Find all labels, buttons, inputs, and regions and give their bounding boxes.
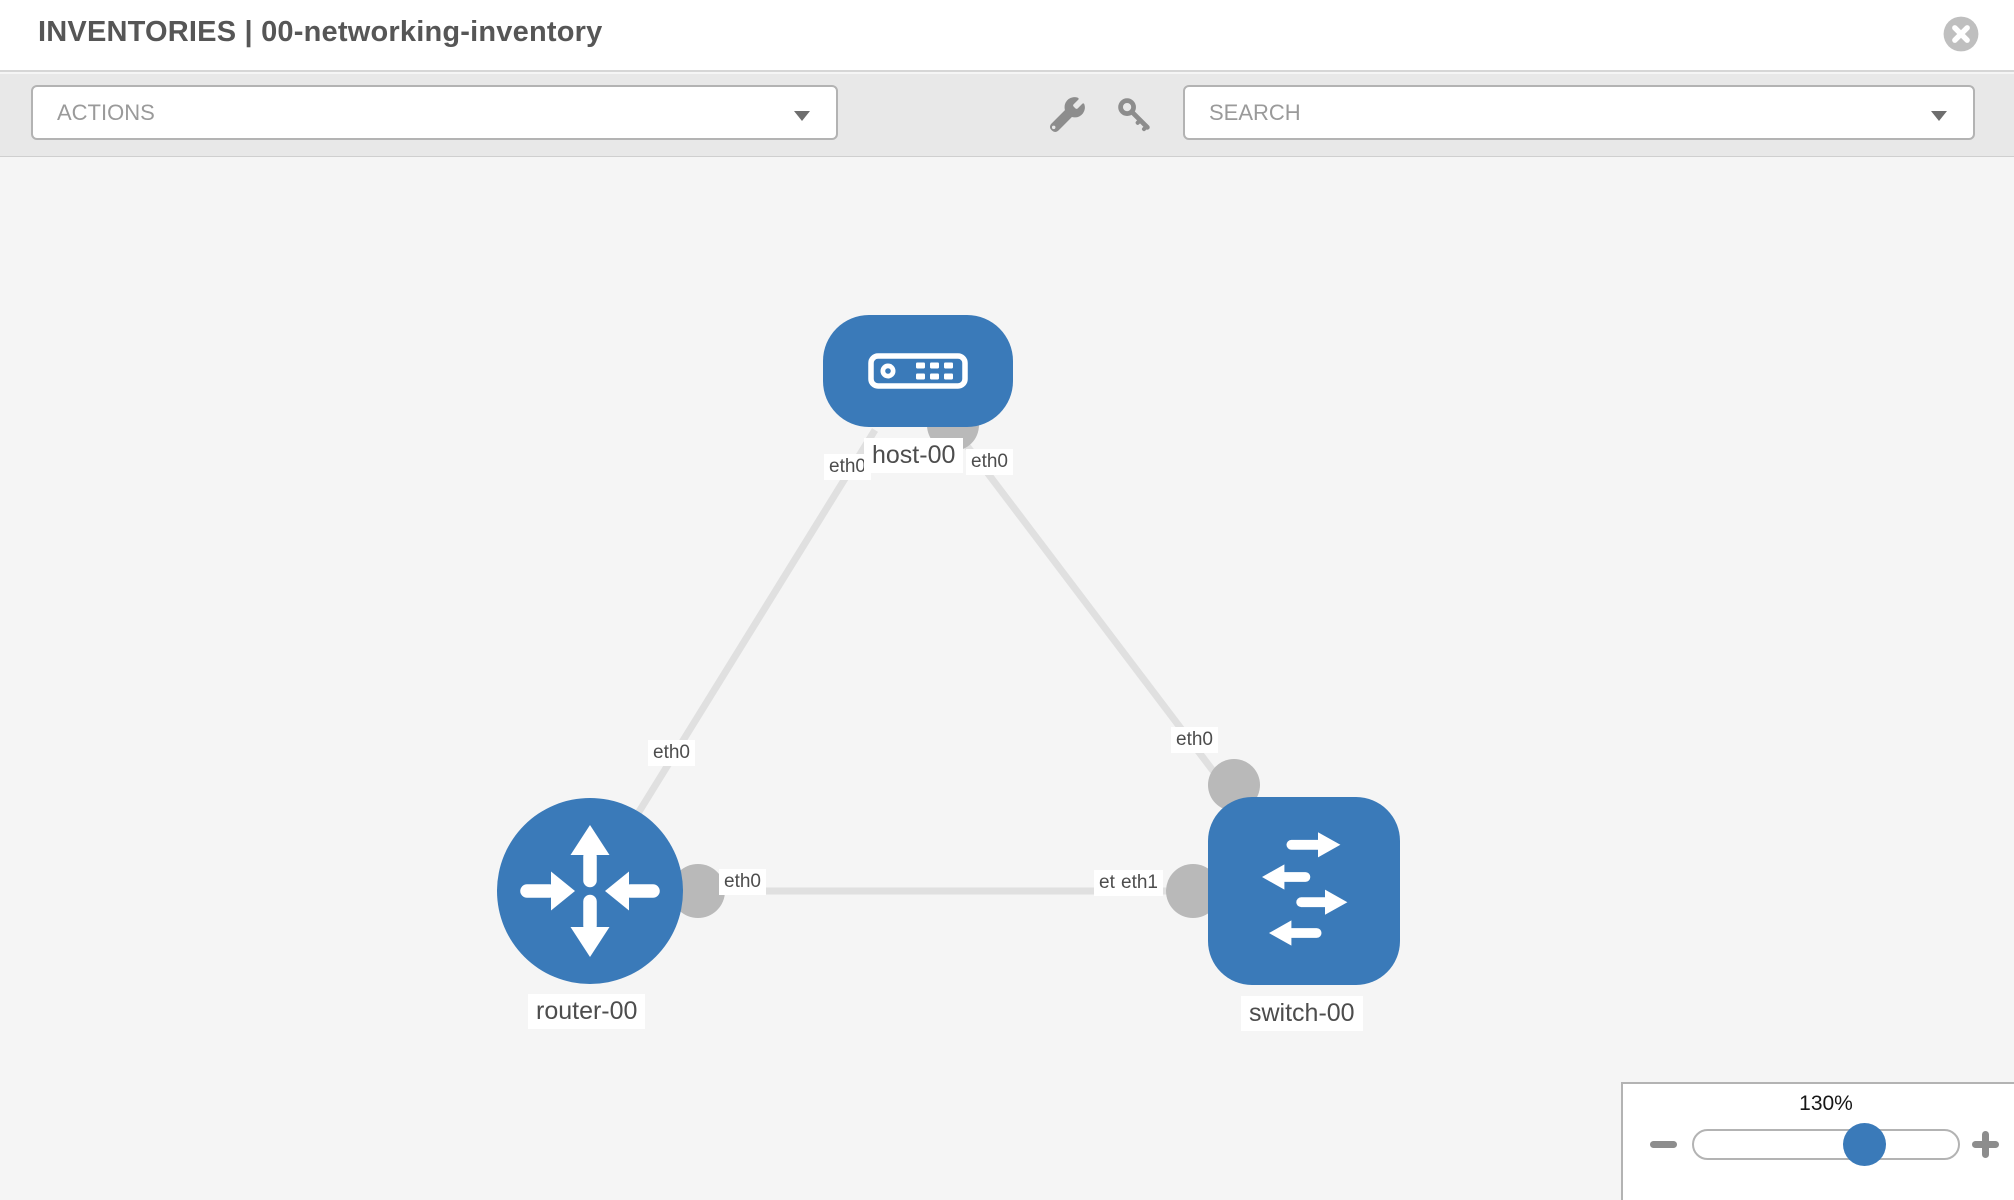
node-label-router: router-00 xyxy=(528,994,646,1029)
switch-icon xyxy=(1262,832,1348,946)
actions-dropdown-label: ACTIONS xyxy=(57,100,155,125)
header: INVENTORIES | 00-networking-inventory xyxy=(0,0,2014,72)
node-host-00[interactable] xyxy=(823,315,1013,427)
zoom-slider-track[interactable] xyxy=(1692,1129,1960,1160)
node-router-00[interactable] xyxy=(497,798,683,984)
interface-label: eth0 xyxy=(648,740,695,766)
page-title: INVENTORIES | 00-networking-inventory xyxy=(38,16,603,48)
router-icon xyxy=(520,825,660,957)
plus-icon-bar xyxy=(1982,1131,1989,1158)
zoom-level-value: 130% xyxy=(1799,1092,1853,1115)
port-switch-left[interactable] xyxy=(1166,864,1220,918)
minus-icon[interactable] xyxy=(1650,1141,1677,1148)
topology-canvas[interactable]: eth0 eth0 eth0 eth0 eth0 eth0 eth1 host-… xyxy=(0,157,2014,1200)
node-label-host: host-00 xyxy=(864,438,964,473)
search-dropdown[interactable]: SEARCH xyxy=(1183,85,1975,140)
node-label-switch: switch-00 xyxy=(1241,996,1363,1031)
interface-label: eth0 xyxy=(719,869,766,895)
actions-dropdown[interactable]: ACTIONS xyxy=(31,85,838,140)
interface-label: eth1 xyxy=(1116,870,1163,896)
host-icon xyxy=(868,353,968,389)
key-icon[interactable] xyxy=(1116,96,1154,134)
chevron-down-icon xyxy=(1931,111,1947,121)
zoom-panel: 130% xyxy=(1621,1082,2014,1200)
node-switch-00[interactable] xyxy=(1208,797,1400,985)
wrench-icon[interactable] xyxy=(1048,96,1086,134)
plus-icon[interactable] xyxy=(1972,1131,1999,1158)
search-dropdown-label: SEARCH xyxy=(1209,100,1301,125)
close-icon[interactable] xyxy=(1942,15,1980,53)
interface-label: eth0 xyxy=(1171,727,1218,753)
interface-label: eth0 xyxy=(966,449,1013,475)
interface-label: eth0 xyxy=(824,454,871,480)
toolbar: ACTIONS SEARCH xyxy=(0,74,2014,157)
links-layer xyxy=(587,399,1307,918)
chevron-down-icon xyxy=(794,111,810,121)
port-router-right[interactable] xyxy=(671,864,725,918)
zoom-slider-handle[interactable] xyxy=(1843,1123,1886,1166)
